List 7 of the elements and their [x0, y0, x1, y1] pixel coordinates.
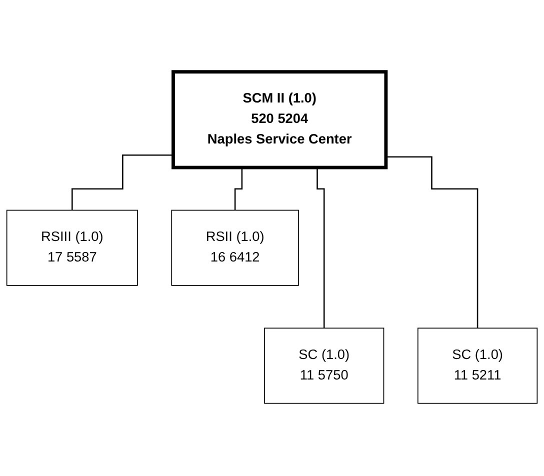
connector	[386, 156, 478, 330]
connector	[72, 154, 174, 212]
node-box: RSII (1.0) 16 6412	[171, 210, 299, 286]
node-box: SC (1.0) 11 5211	[417, 328, 538, 404]
node-box: SCM II (1.0) 520 5204 Naples Service Center	[172, 70, 388, 170]
node-box: RSIII (1.0) 17 5587	[6, 210, 138, 286]
node-box: SC (1.0) 11 5750	[264, 328, 384, 404]
